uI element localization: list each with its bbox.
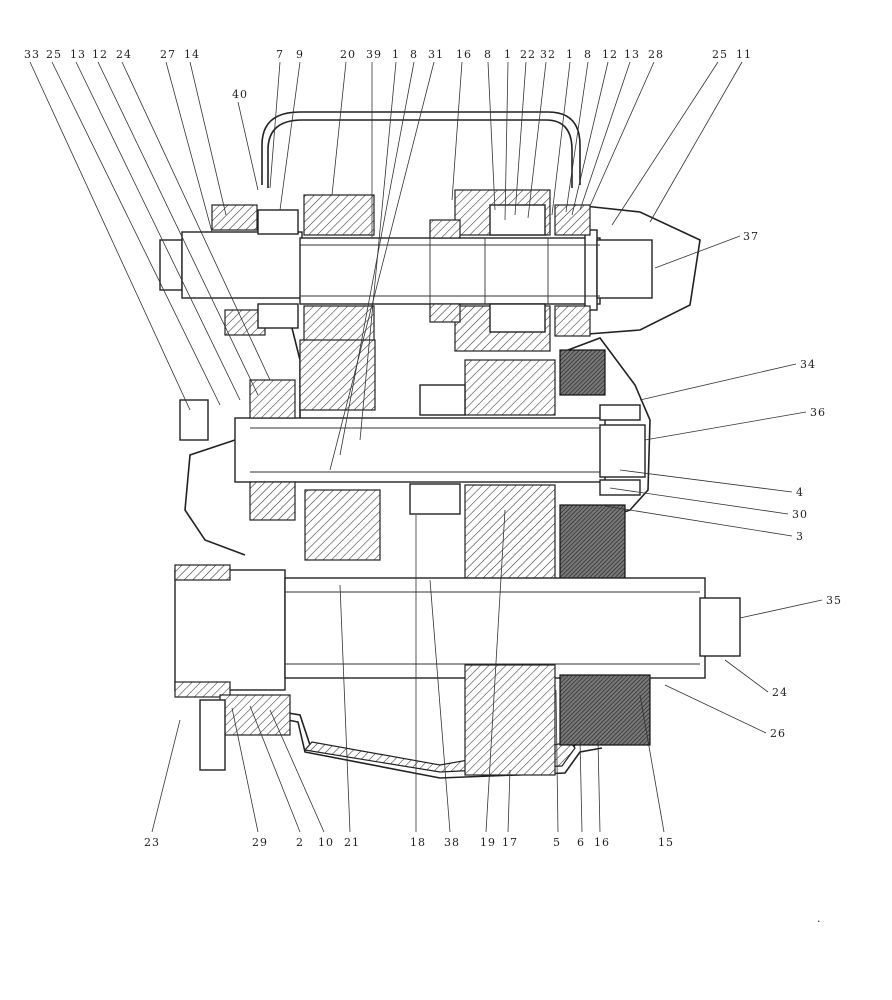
bottom-labels: 23 29 2 10 21 18 38 19 17 5 6 16 15 — [144, 836, 674, 849]
label-40: 40 — [232, 88, 248, 101]
label-31: 31 — [428, 48, 444, 61]
label-39: 39 — [366, 48, 382, 61]
label-11: 11 — [736, 48, 752, 61]
label-38: 38 — [444, 836, 460, 849]
leader-lines — [29, 61, 823, 833]
label-18: 18 — [410, 836, 426, 849]
upper-shaft — [159, 229, 653, 311]
label-20: 20 — [340, 48, 356, 61]
label-4: 4 — [796, 486, 804, 499]
top-labels: 33 25 13 12 24 27 14 7 9 20 39 1 8 31 16… — [24, 48, 752, 101]
label-24: 24 — [116, 48, 132, 61]
label-8-c: 8 — [584, 48, 592, 61]
label-6: 6 — [577, 836, 585, 849]
label-25: 25 — [46, 48, 62, 61]
label-10: 10 — [318, 836, 334, 849]
label-1: 1 — [392, 48, 400, 61]
label-23: 23 — [144, 836, 160, 849]
label-21: 21 — [344, 836, 360, 849]
lower-shaft — [174, 564, 741, 776]
right-labels: 37 34 36 4 30 3 35 24 26 — [743, 230, 842, 740]
label-25-b: 25 — [712, 48, 728, 61]
label-34: 34 — [800, 358, 816, 371]
label-13: 13 — [70, 48, 86, 61]
label-15: 15 — [658, 836, 674, 849]
label-5: 5 — [553, 836, 561, 849]
label-1-c: 1 — [566, 48, 574, 61]
label-22: 22 — [520, 48, 536, 61]
middle-shaft — [179, 339, 646, 586]
label-8-b: 8 — [484, 48, 492, 61]
label-29: 29 — [252, 836, 268, 849]
label-35: 35 — [826, 594, 842, 607]
label-30: 30 — [792, 508, 808, 521]
label-9: 9 — [296, 48, 304, 61]
label-27: 27 — [160, 48, 176, 61]
label-32: 32 — [540, 48, 556, 61]
label-26: 26 — [770, 727, 786, 740]
label-28: 28 — [648, 48, 664, 61]
label-8: 8 — [410, 48, 418, 61]
label-7: 7 — [276, 48, 284, 61]
stray-dot: . — [817, 912, 822, 925]
label-12: 12 — [92, 48, 108, 61]
label-36: 36 — [810, 406, 826, 419]
label-3: 3 — [796, 530, 804, 543]
label-17: 17 — [502, 836, 518, 849]
label-24-b: 24 — [772, 686, 788, 699]
label-2: 2 — [296, 836, 304, 849]
label-14: 14 — [184, 48, 200, 61]
label-19: 19 — [480, 836, 496, 849]
label-1-b: 1 — [504, 48, 512, 61]
label-16-b: 16 — [594, 836, 610, 849]
label-13-b: 13 — [624, 48, 640, 61]
label-16: 16 — [456, 48, 472, 61]
label-12-b: 12 — [602, 48, 618, 61]
label-33: 33 — [24, 48, 40, 61]
label-37: 37 — [743, 230, 759, 243]
